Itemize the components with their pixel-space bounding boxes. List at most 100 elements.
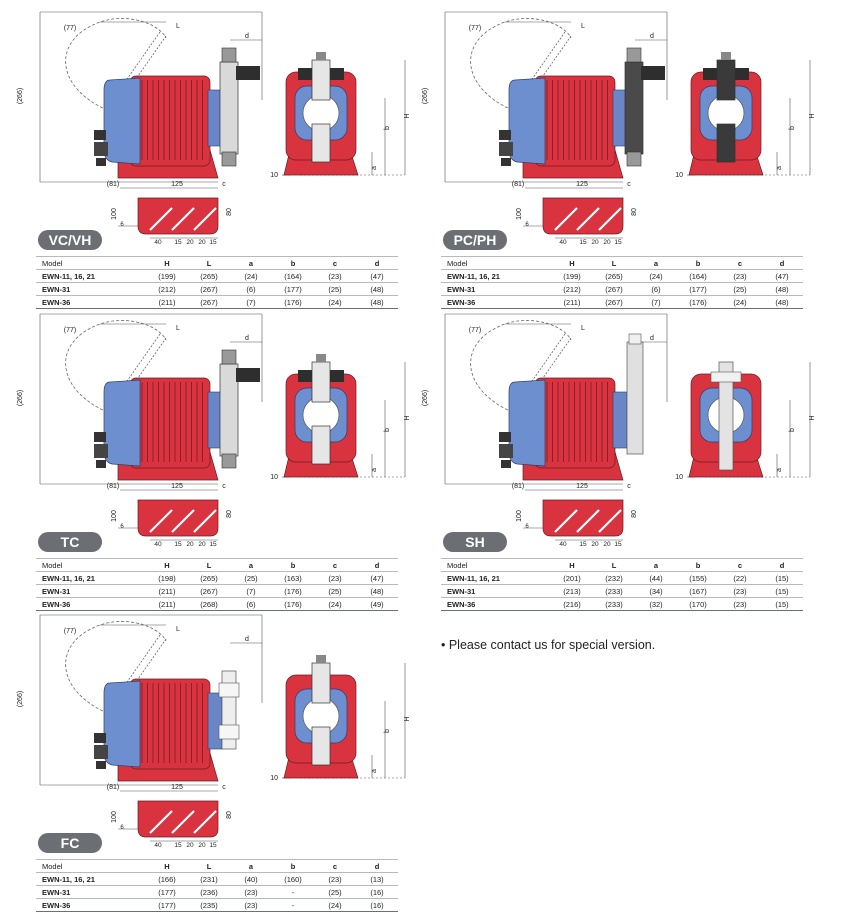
value-cell: (48): [761, 282, 803, 296]
swing-arc: [65, 621, 167, 716]
column-header: L: [593, 558, 635, 572]
dim-label-b: b: [789, 126, 796, 130]
value-cell: (48): [356, 584, 398, 598]
value-cell: (176): [272, 295, 314, 309]
pump-side-view: [499, 47, 665, 179]
value-cell: (170): [677, 597, 719, 611]
column-header: c: [719, 558, 761, 572]
value-cell: (15): [761, 584, 803, 598]
value-cell: (265): [188, 269, 230, 283]
model-cell: EWN-31: [36, 282, 146, 296]
value-cell: (177): [146, 885, 188, 899]
value-cell: (7): [230, 584, 272, 598]
dim-label-base-100: 100: [111, 811, 118, 823]
dim-label-81: (81): [512, 181, 524, 188]
column-header: a: [230, 859, 272, 873]
dim-label-base-6: 6: [525, 524, 529, 530]
column-header: d: [356, 558, 398, 572]
value-cell: (24): [314, 597, 356, 611]
dim-label-d: d: [245, 335, 249, 342]
special-version-note: • Please contact us for special version.: [441, 638, 656, 652]
table-row: EWN-36(211)(267)(7)(176)(24)(48): [36, 295, 398, 309]
value-cell: (23): [719, 597, 761, 611]
value-cell: (16): [356, 885, 398, 899]
column-header: H: [146, 859, 188, 873]
dim-label-s15a: 15: [174, 239, 182, 246]
value-cell: (47): [356, 269, 398, 283]
panel-pc-ph: (77)Ld(266)(81)125cHba100101006804015202…: [405, 0, 830, 310]
model-cell: EWN-31: [441, 584, 551, 598]
dim-label-base-80: 80: [226, 208, 233, 216]
pump-drawing: (77)Ld(266)(81)125cHba100101006804015202…: [17, 11, 411, 246]
dim-label-s40: 40: [154, 239, 162, 246]
dim-label-c: c: [627, 181, 631, 188]
pump-drawing: (77)Ld(266)(81)125cHba100101006804015202…: [17, 614, 411, 849]
value-cell: (167): [677, 584, 719, 598]
dim-label-81: (81): [512, 483, 524, 490]
dim-label-arc: (77): [64, 628, 76, 635]
value-cell: (201): [551, 571, 593, 585]
column-header: a: [230, 558, 272, 572]
column-header: d: [356, 859, 398, 873]
table-row: EWN-36(211)(267)(7)(176)(24)(48): [441, 295, 803, 309]
value-cell: (267): [188, 584, 230, 598]
column-header: a: [230, 256, 272, 270]
value-cell: (211): [146, 295, 188, 309]
value-cell: (6): [230, 597, 272, 611]
value-cell: (23): [719, 269, 761, 283]
value-cell: (23): [719, 584, 761, 598]
dim-label-d: d: [650, 335, 654, 342]
value-cell: -: [272, 898, 314, 912]
column-header: L: [188, 558, 230, 572]
pump-side-view: [94, 47, 260, 179]
value-cell: (265): [188, 571, 230, 585]
dim-label-arc: (77): [469, 327, 481, 334]
value-cell: (199): [551, 269, 593, 283]
value-cell: (23): [230, 885, 272, 899]
dim-label-81: (81): [107, 784, 119, 791]
pump-front-view: [688, 361, 764, 478]
pump-base-view: [118, 197, 219, 235]
value-cell: (177): [146, 898, 188, 912]
pump-base-view: [118, 499, 219, 537]
value-cell: (265): [593, 269, 635, 283]
dim-label-b: b: [384, 126, 391, 130]
model-cell: EWN-31: [441, 282, 551, 296]
dim-label-L: L: [581, 325, 585, 332]
dim-label-base-100: 100: [111, 208, 118, 220]
value-cell: (267): [593, 282, 635, 296]
column-header: c: [314, 558, 356, 572]
panel-sh: (77)Ld(266)(81)125cHba100101006804015202…: [405, 302, 830, 612]
dim-label-base-100: 100: [516, 510, 523, 522]
value-cell: (23): [314, 571, 356, 585]
model-badge: FC: [38, 833, 102, 853]
dim-label-arc: (77): [64, 25, 76, 32]
dim-label-s15b: 15: [209, 842, 217, 849]
value-cell: (24): [719, 295, 761, 309]
dim-label-b: b: [384, 729, 391, 733]
dim-label-10: 10: [675, 474, 683, 481]
value-cell: (233): [593, 597, 635, 611]
dim-label-base-100: 100: [111, 510, 118, 522]
value-cell: (213): [551, 584, 593, 598]
value-cell: (212): [551, 282, 593, 296]
dim-label-base-80: 80: [226, 811, 233, 819]
dim-label-s15b: 15: [209, 541, 217, 548]
model-cell: EWN-11, 16, 21: [36, 269, 146, 283]
dim-label-H: H: [404, 113, 411, 118]
dim-label-s15a: 15: [174, 842, 182, 849]
dim-label-10: 10: [270, 775, 278, 782]
swing-arc: [65, 18, 167, 113]
pump-base-view: [523, 499, 624, 537]
value-cell: (211): [146, 597, 188, 611]
table-row: EWN-11, 16, 21(201)(232)(44)(155)(22)(15…: [441, 571, 803, 585]
dim-label-s20b: 20: [198, 239, 206, 246]
model-badge: PC/PH: [443, 230, 507, 250]
column-header: L: [593, 256, 635, 270]
value-cell: (6): [230, 282, 272, 296]
